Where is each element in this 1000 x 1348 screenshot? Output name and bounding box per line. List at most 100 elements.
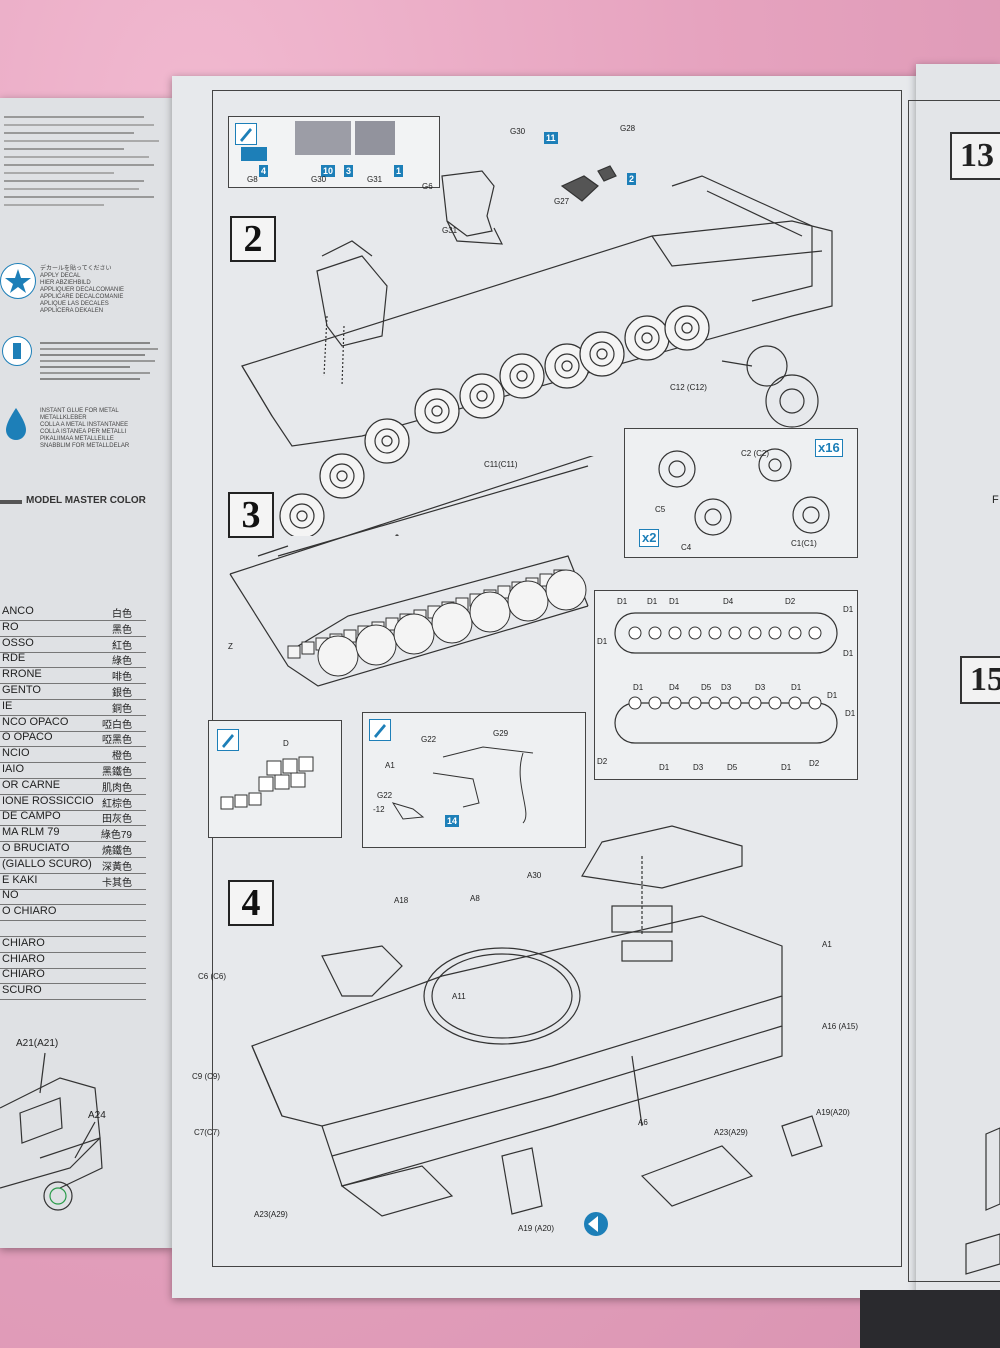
part-label: G30 [510, 127, 526, 136]
color-name: NCIO [2, 747, 30, 760]
color-name: DE CAMPO [2, 810, 61, 823]
step-number: 2 [230, 216, 276, 262]
color-cjk-name: 深黃色 [102, 861, 132, 873]
track-part-label: D1 [647, 597, 658, 606]
color-name: IE [2, 699, 13, 712]
model-master-title: MODEL MASTER COLOR [26, 495, 146, 506]
plan-wheel [628, 626, 642, 640]
legend-decal-text: デカールを貼ってください APPLY DECAL HIER ABZIEHBILD… [40, 266, 125, 314]
part-label: G8 [247, 175, 258, 184]
road-wheel [355, 624, 397, 666]
color-cjk-name: 啞白色 [102, 719, 132, 731]
plan-wheel [648, 626, 662, 640]
road-wheel [596, 348, 608, 360]
part-label: C11(C11) [484, 460, 518, 469]
part-label: G6 [422, 182, 433, 191]
color-name: GENTO [2, 684, 41, 696]
part-label: C5 [655, 505, 666, 514]
step2-hull-wheels-diagram [241, 165, 833, 536]
road-wheel [336, 470, 348, 482]
quantity-badge: x2 [639, 529, 660, 547]
part-label: A30 [527, 871, 542, 880]
part-label: A11 [452, 992, 466, 1001]
part-label: C9 (C9) [192, 1072, 221, 1081]
star-decal-icon [0, 263, 36, 299]
plan-wheel [628, 696, 642, 710]
track-part-label: D2 [785, 597, 796, 606]
plan-wheel [668, 626, 682, 640]
plan-wheel [648, 696, 662, 710]
color-name: OSSO [2, 636, 34, 649]
color-row [0, 920, 146, 937]
color-name: NO [2, 889, 19, 902]
color-name: O OPACO [2, 731, 53, 744]
glue-tube-icon [2, 406, 30, 440]
part-label: A21(A21) [16, 1038, 59, 1049]
part-label: A23(A29) [254, 1210, 288, 1219]
plan-wheel [748, 696, 762, 710]
part-label: C7(C7) [194, 1128, 220, 1137]
color-name: IAIO [2, 763, 25, 775]
color-row: CHIARO [0, 952, 146, 969]
bottom-shadow [860, 1290, 1000, 1348]
color-name: MA RLM 79 [2, 826, 60, 839]
road-wheel [561, 360, 573, 372]
color-row: O BRUCIATO 燒鐵色 [0, 841, 146, 858]
part-count-badge: 3 [344, 165, 354, 177]
right-page-partial-diagram [965, 1127, 1000, 1275]
part-label: G22 [377, 791, 393, 800]
part-label: G28 [620, 124, 636, 133]
color-name: (GIALLO SCURO) [2, 857, 92, 870]
part-label: A18 [394, 896, 409, 905]
color-cjk-name: 肌肉色 [102, 782, 132, 794]
road-wheel [469, 591, 511, 633]
road-wheel [681, 322, 693, 334]
left-instruction-page: デカールを貼ってください APPLY DECAL HIER ABZIEHBILD… [0, 98, 172, 1248]
track-part-label: D1 [633, 683, 644, 692]
color-cjk-name: 田灰色 [102, 814, 132, 826]
track-part-label: D1 [659, 763, 670, 772]
cement-text-lines [40, 338, 165, 384]
pencil-icon [217, 729, 239, 751]
center-instruction-page: 4 10 3 1 G8 G30 G31 2 [172, 76, 916, 1298]
color-row: NO [0, 888, 146, 906]
color-name: O BRUCIATO [2, 842, 70, 854]
road-wheel [431, 602, 473, 644]
part-label: A19 (A20) [518, 1224, 555, 1233]
road-wheel [507, 580, 549, 622]
plan-wheel [768, 696, 782, 710]
color-cjk-name: 燒鐵色 [102, 846, 132, 857]
step-number: 15 [960, 656, 1000, 704]
color-name: ANCO [2, 605, 34, 617]
color-name: RO [2, 620, 19, 633]
color-row: DE CAMPO 田灰色 [0, 809, 146, 827]
part-label: G31 [367, 175, 383, 184]
track-part-label: D1 [781, 763, 792, 772]
track-part-label: D1 [791, 683, 802, 692]
color-name: RRONE [2, 668, 42, 681]
color-name: CHIARO [2, 968, 45, 981]
part-label: G22 [421, 735, 437, 744]
plan-wheel [728, 626, 742, 640]
detail-g8 [241, 147, 267, 161]
part-count-badge: 4 [259, 165, 269, 177]
sprocket-detail-box: x16 x2 C2 (C2) C5 C4 C1(C1) [624, 428, 858, 558]
sprocket-wheels-diagram [658, 448, 830, 536]
part-label: -12 [373, 805, 385, 814]
track-link-detail-box: D [208, 720, 342, 838]
color-cjk-name: 紅棕色 [102, 798, 132, 810]
color-row: (GIALLO SCURO) 深黃色 [0, 857, 146, 874]
plan-wheel [768, 626, 782, 640]
part-label: A1 [385, 761, 395, 770]
color-cjk-name: 黑鐵色 [102, 767, 132, 778]
part-label: A24 [88, 1110, 106, 1121]
instruction-frame [212, 90, 902, 1267]
